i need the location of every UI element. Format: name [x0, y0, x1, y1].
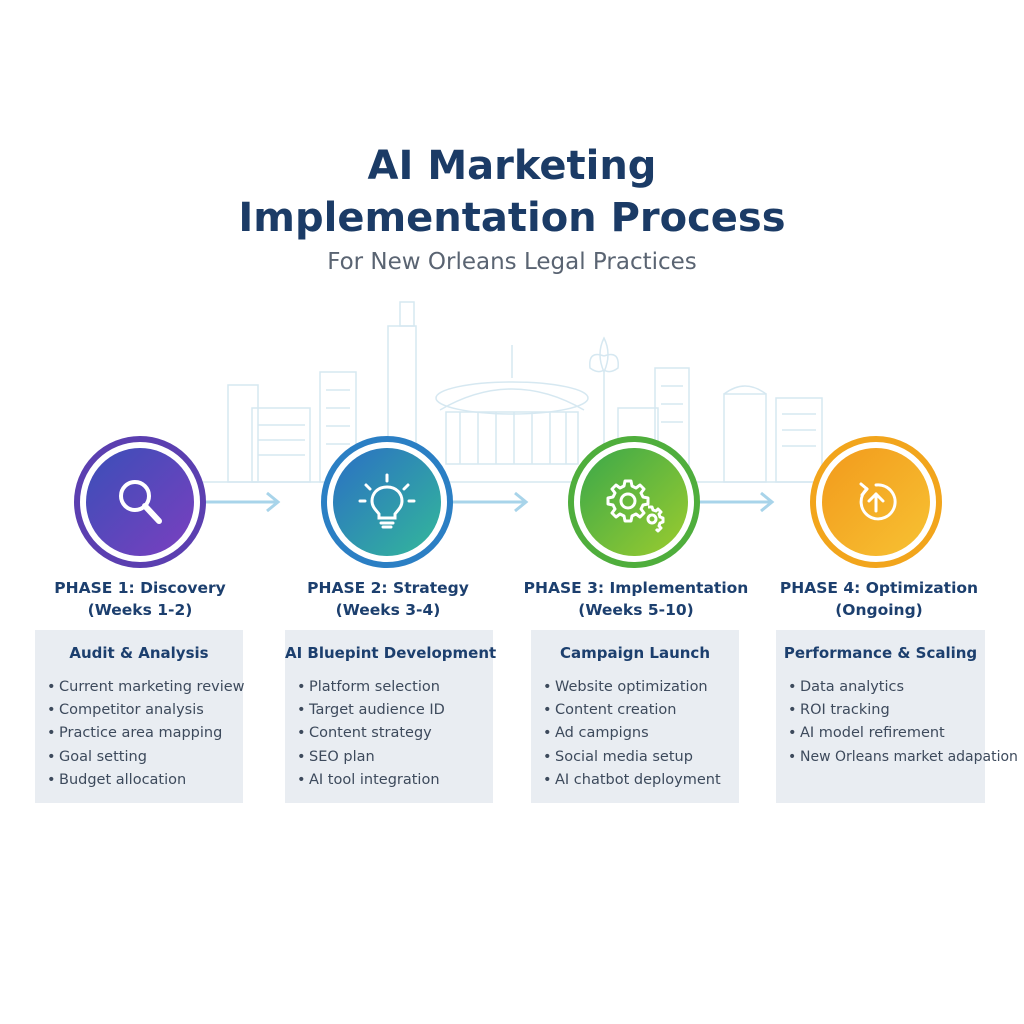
phase-2-timeline: (Weeks 3-4)	[335, 601, 441, 619]
phase-1-title: PHASE 1: Discovery (Weeks 1-2)	[20, 577, 260, 621]
phase-2-title: PHASE 2: Strategy (Weeks 3-4)	[268, 577, 508, 621]
list-item: •Content strategy	[297, 725, 432, 742]
phase-3-card-heading: Campaign Launch	[559, 644, 710, 662]
title-line-2: Implementation Process	[238, 195, 786, 241]
phase-4-title: PHASE 4: Optimization (Ongoing)	[759, 577, 999, 621]
phase-3-card: Campaign Launch •Website optimization •C…	[531, 630, 739, 803]
phase-4-card: Performance & Scaling •Data analytics •R…	[776, 630, 1018, 803]
flow-arrow-3-4	[698, 491, 775, 513]
phase-2-task-list: •Platform selection •Target audience ID …	[285, 676, 493, 792]
list-item: •Data analytics	[788, 679, 905, 695]
list-item: •AI chatbot deployment	[543, 771, 721, 788]
phase-4-task-list: •Data analytics •ROI tracking •AI model …	[776, 676, 1018, 769]
refresh-arrow-icon	[859, 482, 897, 521]
list-item: •Goal setting	[47, 748, 147, 765]
list-item: •Budget allocation	[47, 771, 187, 788]
phase-1-card-heading: Audit & Analysis	[69, 644, 209, 662]
list-item: •Practice area mapping	[47, 725, 223, 742]
list-item: •Platform selection	[297, 679, 440, 695]
phase-2-name: PHASE 2: Strategy	[307, 579, 469, 597]
list-item: •Target audience ID	[297, 702, 445, 719]
list-item: •New Orleans market adapation	[788, 748, 1018, 765]
list-item: •Competitor analysis	[47, 702, 204, 719]
list-item: •Content creation	[543, 702, 677, 719]
phase-1-timeline: (Weeks 1-2)	[87, 601, 193, 619]
phase-3-timeline: (Weeks 5-10)	[578, 601, 694, 619]
phase-1-card: Audit & Analysis •Current marketing revi…	[35, 630, 245, 803]
phase-2-circle	[321, 436, 453, 568]
list-item: •SEO plan	[297, 748, 375, 765]
phase-2-card-heading: AI Bluepint Development	[285, 644, 497, 662]
list-item: •AI model refirement	[788, 725, 945, 742]
lightbulb-icon	[358, 473, 416, 529]
flow-arrow-1-2	[204, 491, 281, 513]
phase-1-circle	[74, 436, 206, 568]
phase-3-name: PHASE 3: Implementation	[523, 579, 749, 597]
magnifier-icon	[119, 480, 162, 524]
gears-icon	[606, 479, 665, 533]
phase-3-task-list: •Website optimization •Content creation …	[531, 676, 739, 792]
phase-4-card-heading: Performance & Scaling	[783, 644, 978, 662]
phase-3-title: PHASE 3: Implementation (Weeks 5-10)	[516, 577, 756, 621]
phase-3-circle	[568, 436, 700, 568]
page-subtitle: For New Orleans Legal Practices	[327, 249, 697, 275]
list-item: •Social media setup	[543, 748, 693, 765]
phase-4-timeline: (Ongoing)	[835, 601, 923, 619]
phase-4-name: PHASE 4: Optimization	[779, 579, 979, 597]
list-item: •Ad campigns	[543, 725, 649, 742]
phase-2-card: AI Bluepint Development •Platform select…	[285, 630, 497, 803]
phase-1-name: PHASE 1: Discovery	[54, 579, 226, 597]
list-item: •AI tool integration	[297, 771, 440, 788]
phase-1-task-list: •Current marketing review •Competitor an…	[35, 676, 245, 792]
list-item: •Website optimization	[543, 679, 708, 695]
flow-arrow-2-3	[452, 491, 529, 513]
page-title: AI Marketing Implementation Process	[0, 140, 1024, 244]
phase-4-circle	[810, 436, 942, 568]
list-item: •ROI tracking	[788, 702, 890, 719]
title-line-1: AI Marketing	[367, 143, 657, 189]
list-item: •Current marketing review	[47, 679, 245, 695]
